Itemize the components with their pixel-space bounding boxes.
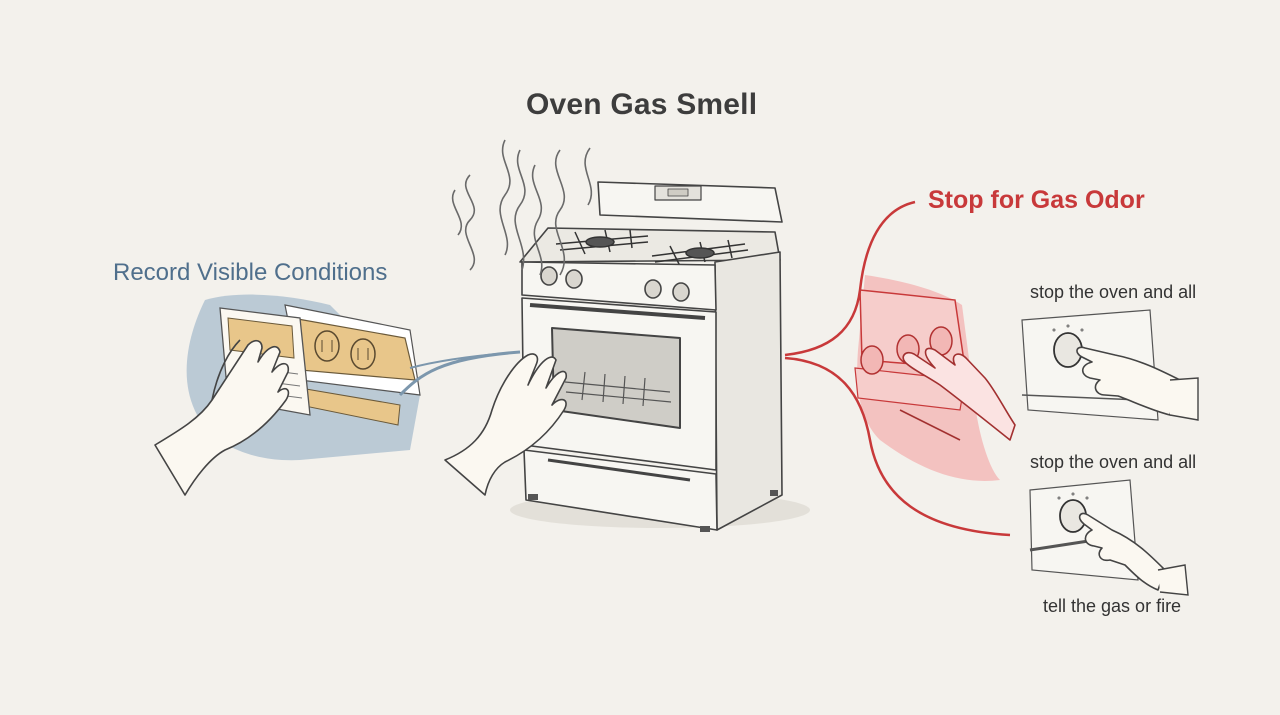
connector-line [784, 356, 1011, 537]
hand-icon [444, 353, 568, 496]
hand-icon [899, 347, 1016, 441]
control-knob-icon [314, 330, 340, 362]
connector-line [784, 200, 916, 357]
step-caption: stop the oven and all [1030, 452, 1197, 472]
gas-range-icon [510, 181, 810, 532]
connector-line [409, 351, 521, 369]
right-panel-illustration [784, 200, 1199, 596]
hand-icon [154, 339, 290, 496]
left-panel-illustration [154, 294, 521, 496]
page-title: Oven Gas Smell [526, 88, 758, 121]
oven-window-icon [551, 327, 681, 429]
burner-grate-icon [651, 239, 749, 267]
footer-caption: tell the gas or fire [1043, 596, 1182, 616]
control-knob-icon [350, 338, 376, 370]
stop-gas-odor-heading: Stop for Gas Odor [928, 186, 1145, 214]
record-conditions-heading: Record Visible Conditions [113, 259, 388, 286]
knob-turn-icon [1021, 309, 1199, 421]
odor-waves-icon [451, 139, 593, 276]
step-caption: stop the oven and all [1030, 282, 1197, 302]
knob-turn-icon [1029, 479, 1189, 596]
burner-grate-icon [555, 229, 649, 255]
oven-knob-icon [540, 266, 690, 302]
